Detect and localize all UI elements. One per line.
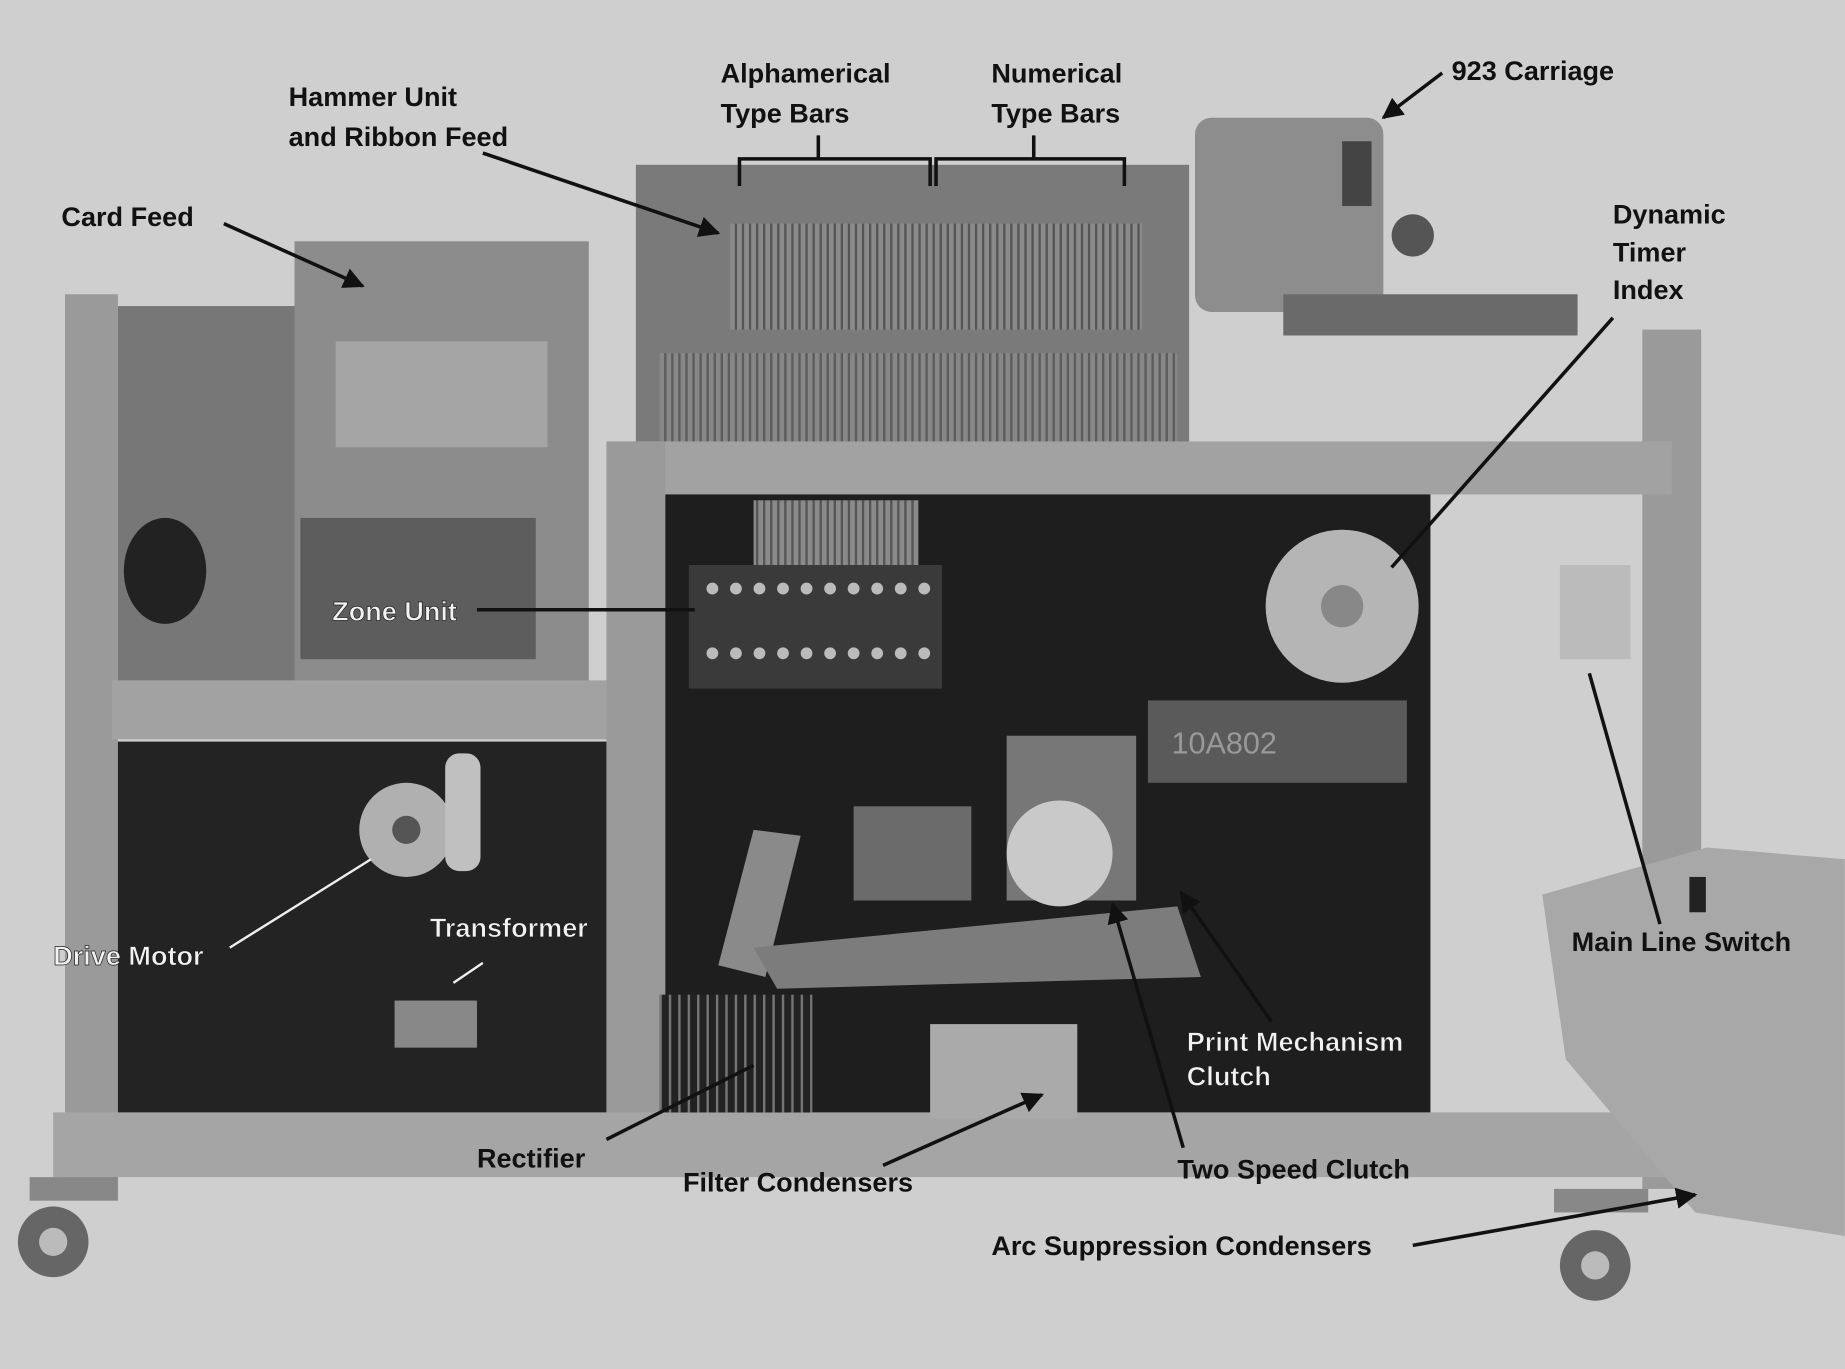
two-speed-clutch-arrow [1107,901,1185,1149]
label-print-clutch-1: Print Mechanism [1187,1026,1404,1057]
label-print-clutch-2: Clutch [1187,1060,1271,1091]
label-numerical-1: Numerical [991,57,1122,88]
label-alphamerical-1: Alphamerical [721,57,891,88]
label-carriage: 923 Carriage [1452,55,1614,86]
label-filter-condensers: Filter Condensers [683,1166,913,1197]
print-clutch-arrow [1179,890,1273,1023]
label-arc-suppression: Arc Suppression Condensers [991,1230,1371,1261]
rectifier-arrow [605,1063,755,1142]
filter-condensers [930,1024,1078,1119]
zone-unit [688,565,942,689]
drive-motor-arrow [229,858,372,949]
label-hammer-unit-1: Hammer Unit [289,81,457,112]
label-dynamic-3: Index [1613,274,1684,305]
lower-left-interior [117,741,607,1113]
label-hammer-unit-2: and Ribbon Feed [289,121,508,152]
casters [17,1177,1649,1301]
label-dynamic-1: Dynamic [1613,199,1726,230]
card-feed-arrow [223,222,365,288]
main-line-switch [1559,565,1631,660]
label-dynamic-2: Timer [1613,236,1687,267]
filter-condensers-arrow [882,1092,1044,1167]
label-zone-unit: Zone Unit [332,595,457,626]
rectifier [659,994,813,1113]
label-transformer: Transformer [430,912,588,943]
hammer-unit-arrow [482,151,721,237]
label-drive-motor: Drive Motor [53,940,204,971]
panel [1147,700,1407,783]
label-rectifier: Rectifier [477,1143,586,1174]
panel-marking: 10A802 [1171,726,1276,760]
main-line-switch-arrow [1587,672,1662,925]
dynamic-timer-arrow [1390,316,1615,569]
label-two-speed-clutch: Two Speed Clutch [1177,1153,1410,1184]
label-main-line-switch: Main Line Switch [1572,926,1792,957]
transformer [394,1000,477,1048]
transformer-arrow [452,961,484,984]
two-speed-clutch-wheel [1006,800,1113,907]
frame [53,294,1761,1189]
arc-suppression-cover [1542,847,1845,1236]
carriage-arrow [1381,71,1444,120]
label-alphamerical-2: Type Bars [721,97,850,128]
print-unit [635,164,1190,448]
label-card-feed: Card Feed [61,201,193,232]
numerical-bracket [934,135,1127,186]
label-numerical-2: Type Bars [991,97,1120,128]
carriage [1195,117,1578,336]
alphamerical-bracket [737,135,932,186]
arc-suppression-arrow [1412,1187,1698,1248]
